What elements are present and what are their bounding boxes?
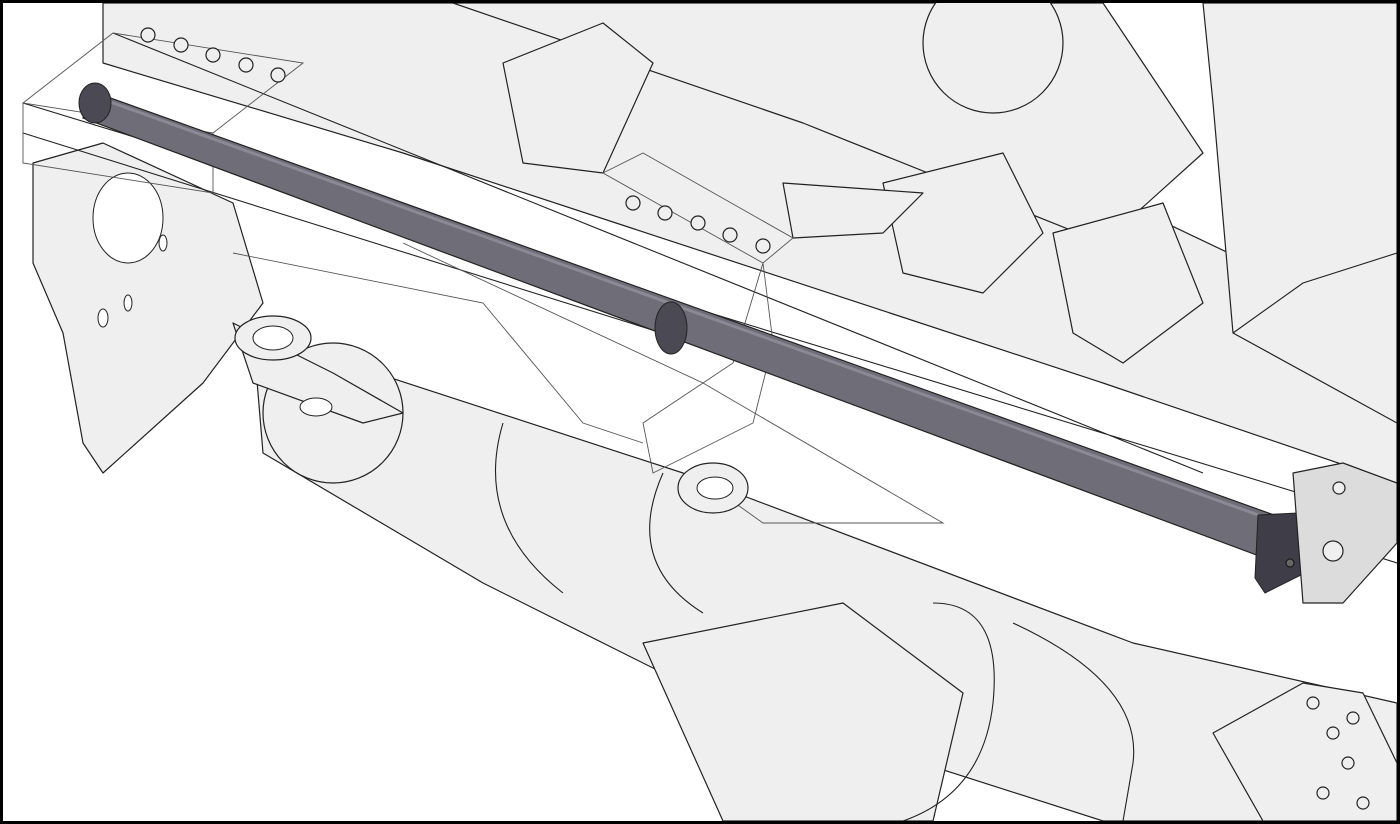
left-bracket: [32, 142, 404, 474]
chain-assembly: [1212, 682, 1397, 821]
main-frame-rails: [22, 3, 1397, 564]
highlighted-shaft: [78, 82, 1306, 594]
bolt-row-upper: [140, 27, 286, 83]
bolt-row-middle: [625, 195, 771, 254]
right-mount-bracket: [1292, 462, 1397, 604]
technical-illustration: [21, 3, 1397, 821]
housing-outline: [21, 32, 945, 524]
